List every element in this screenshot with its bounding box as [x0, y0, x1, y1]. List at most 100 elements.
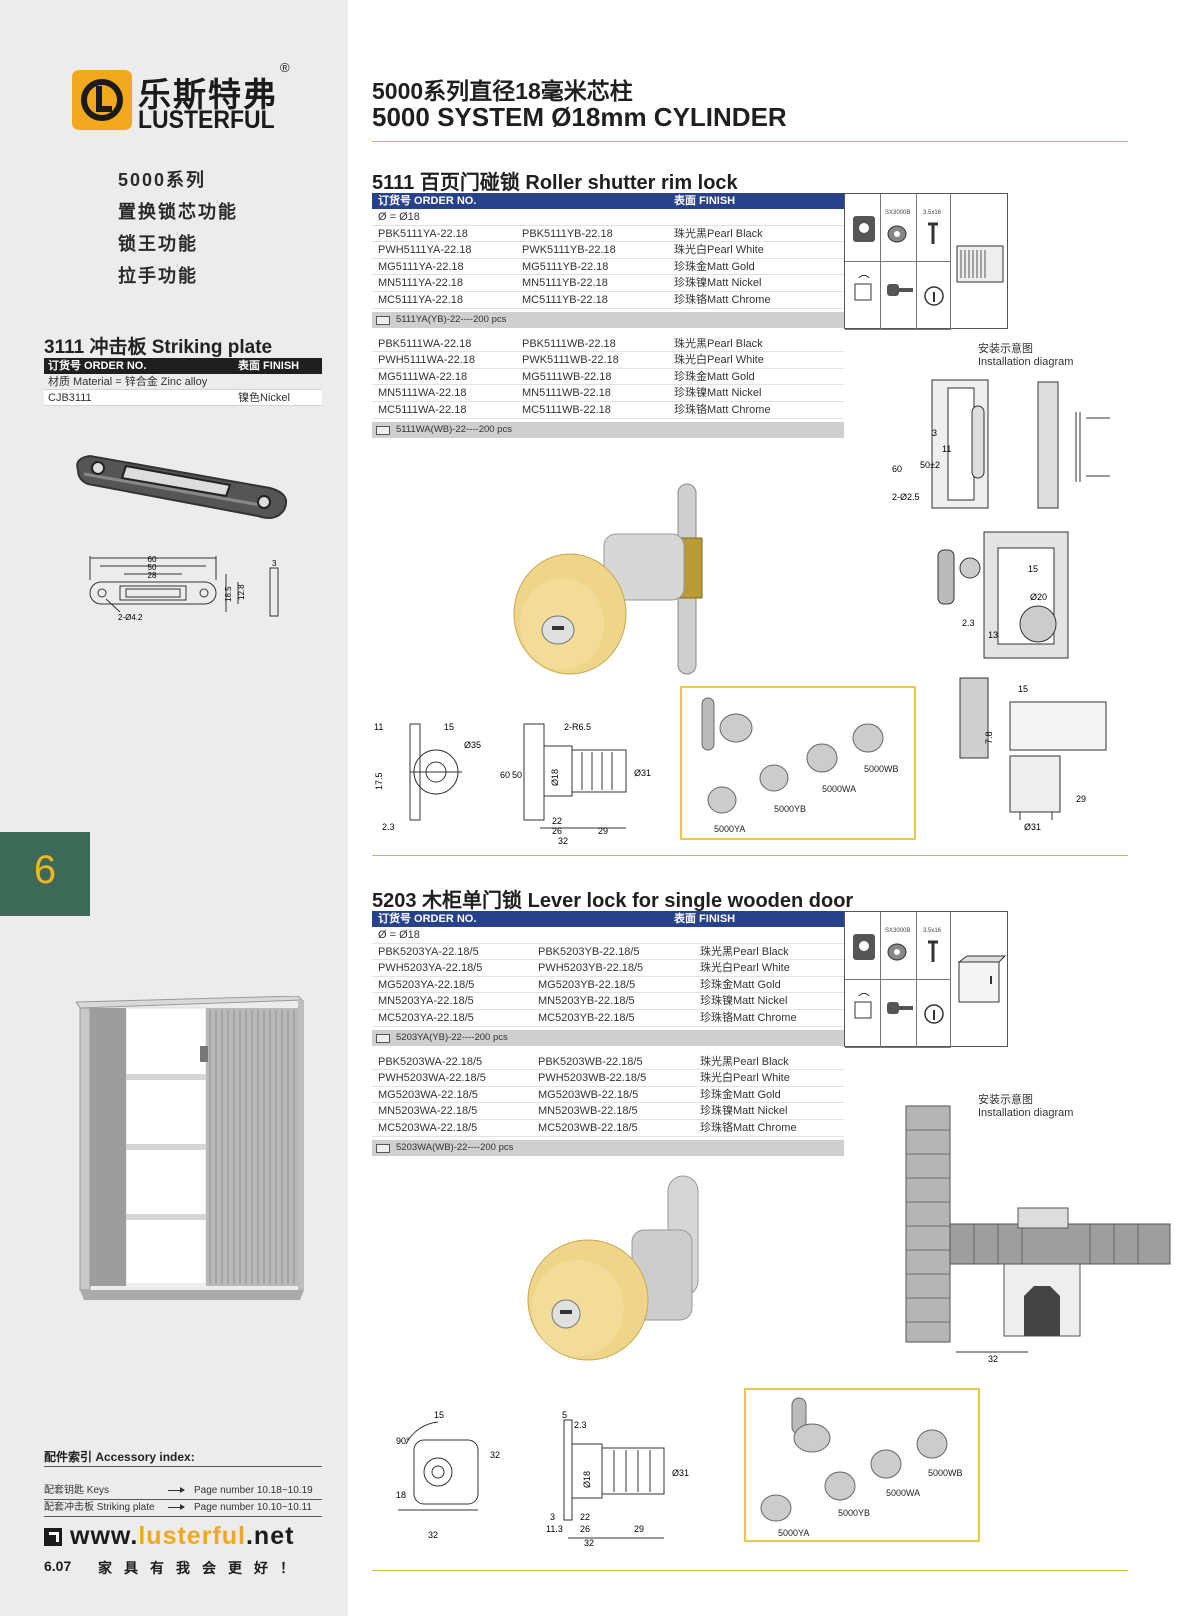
order-code: MC5203WA-22.18/5 [378, 1121, 478, 1134]
installation-label-cn: 安装示意图 [978, 1094, 1033, 1106]
order-code: PWK5111WB-22.18 [522, 354, 619, 367]
order-code: MN5111WA-22.18 [378, 387, 467, 400]
dim-13: 13 [988, 630, 998, 640]
chapter-tab[interactable]: 6 [0, 832, 90, 916]
order-code: MG5111YA-22.18 [378, 260, 464, 273]
cylinder-icon [887, 943, 907, 961]
dim-3: 3 [932, 428, 937, 438]
table-header: 订货号 ORDER NO. 表面 FINISH [372, 911, 844, 927]
table-row: PWH5203YA-22.18/5 PWH5203YB-22.18/5 珠光白Pea… [372, 960, 844, 977]
variant-label: 5000WA [822, 784, 857, 794]
finish-text: 珍珠金Matt Gold [700, 1088, 781, 1101]
diameter-row: Ø = Ø18 [372, 209, 844, 226]
finish-text: 珍珠镍Matt Nickel [674, 277, 762, 290]
dim-35: Ø35 [464, 740, 481, 750]
divider [44, 1516, 322, 1517]
dim-32: 32 [988, 1354, 998, 1364]
box-icon [376, 1033, 390, 1043]
order-code: MN5111YA-22.18 [378, 277, 463, 290]
finish-text: 珠光黑Pearl Black [674, 337, 763, 350]
roller-shutter-cabinet-image [76, 996, 304, 1300]
lock-body-icon [853, 934, 875, 960]
striking-plate-title: 3111 冲击板 Striking plate [44, 337, 273, 358]
dim-11-3: 11.3 [546, 1524, 563, 1534]
order-code: MG5111WB-22.18 [522, 370, 612, 383]
accessory-link-keys[interactable]: 配套钥匙 Keys Page number 10.18~10.19 [44, 1483, 322, 1499]
order-code: PWH5203WA-22.18/5 [378, 1072, 486, 1085]
dim-7-8: 7.8 [984, 731, 994, 744]
page-title-cn: 5000系列直径18毫米芯柱 [372, 78, 633, 104]
finish-text: 珠光白Pearl White [700, 962, 790, 975]
screw-label: 3.5x16 [923, 928, 942, 934]
arrow-right-icon [168, 1487, 185, 1493]
feature-item: 拉手功能 [118, 266, 198, 286]
striking-plate-drawing: 60 50 28 18.5 12.8 3 2-Ø4.2 [89, 555, 279, 622]
dim-26: 26 [580, 1524, 590, 1534]
packing-bar: 5111YA(YB)-22----200 pcs [372, 311, 844, 328]
key-label: SX3000B [885, 928, 911, 934]
packing-bar: 5111WA(WB)-22----200 pcs [372, 421, 844, 438]
order-code: MG5203WA-22.18/5 [378, 1088, 478, 1101]
dim-11: 11 [374, 722, 383, 732]
material-text: 材质 Material = 锌合金 Zinc alloy [48, 376, 208, 388]
technical-drawing-5111: 11 15 Ø35 17.5 2.3 2-R6.5 60 50 Ø18 Ø31 … [374, 722, 651, 846]
order-code: MC5203YA-22.18/5 [378, 1011, 474, 1024]
packing-bar: 5203WA(WB)-22----200 pcs [372, 1139, 844, 1156]
finish-text: 珍珠铬Matt Chrome [674, 403, 771, 416]
variant-label: 5000YA [714, 824, 746, 834]
order-code: PBK5111WA-22.18 [378, 337, 472, 350]
cabinet-thumbnail-icon [957, 955, 1007, 1003]
installation-label-cn: 安装示意图 [978, 343, 1033, 355]
dim-12-8: 12.8 [237, 584, 246, 600]
finish-text: 珠光黑Pearl Black [674, 227, 763, 240]
order-code: MC5111WB-22.18 [522, 403, 611, 416]
reversible-icon [854, 992, 872, 1019]
dim-2-3: 2.3 [962, 618, 975, 628]
dim-32: 32 [558, 836, 568, 846]
table-row: PBK5203YA-22.18/5 PBK5203YB-22.18/5 珠光黑Pea… [372, 944, 844, 961]
section-title: 5203 木柜单门锁 Lever lock for single wooden … [372, 890, 854, 912]
brand-name-en: LUSTERFUL [138, 106, 275, 134]
box-icon [376, 315, 390, 325]
diameter-text: Ø = Ø18 [378, 211, 420, 223]
registered-mark: ® [280, 60, 290, 75]
key-icon [887, 284, 913, 296]
finish-text: 珠光黑Pearl Black [700, 945, 789, 958]
order-code: MG5111WA-22.18 [378, 370, 468, 383]
variant-label: 5000WB [864, 764, 899, 774]
order-header: 订货号 ORDER NO. [48, 360, 147, 372]
packing-text: 5111WA(WB)-22----200 pcs [396, 423, 512, 435]
dim-90: 90° [396, 1436, 410, 1446]
accessory-link-striking-plate[interactable]: 配套冲击板 Striking plate Page number 10.10~1… [44, 1500, 322, 1516]
product-photo-5111 [513, 483, 703, 675]
finish-text: 珍珠镍Matt Nickel [700, 995, 788, 1008]
dim-18-5: 18.5 [224, 586, 233, 602]
divider [372, 141, 1128, 142]
order-table-5203: 订货号 ORDER NO. 表面 FINISH Ø = Ø18 PBK5203Y… [372, 911, 844, 1156]
product-photo-5203 [527, 1175, 699, 1361]
order-code: MN5203YA-22.18/5 [378, 995, 474, 1008]
order-code: PWH5203WB-22.18/5 [538, 1072, 647, 1085]
technical-drawing-5203: 15 90° 32 18 32 5 2.3 Ø18 Ø31 3 11.3 22 … [396, 1410, 689, 1548]
dim-2-r6-5: 2-R6.5 [564, 722, 591, 732]
order-code: PBK5203WB-22.18/5 [538, 1055, 643, 1068]
feature-item: 锁王功能 [118, 234, 198, 254]
box-icon [376, 425, 390, 435]
dim-50: 50 [148, 563, 157, 572]
variant-label: 5000YA [778, 1528, 810, 1538]
finish-text: 珍珠镍Matt Nickel [700, 1105, 788, 1118]
order-code: PWH5203YB-22.18/5 [538, 962, 644, 975]
order-code: PBK5203YA-22.18/5 [378, 945, 479, 958]
feature-icon-grid: SX3000B 3.5x16 [844, 193, 1008, 330]
logo-icon [72, 70, 132, 130]
order-code: PWH5203YA-22.18/5 [378, 962, 483, 975]
brand-logo[interactable]: 乐斯特弗 ® LUSTERFUL [72, 60, 292, 138]
order-code: PBK5203YB-22.18/5 [538, 945, 640, 958]
dim-15: 15 [434, 1410, 444, 1420]
order-code: CJB3111 [48, 392, 92, 404]
